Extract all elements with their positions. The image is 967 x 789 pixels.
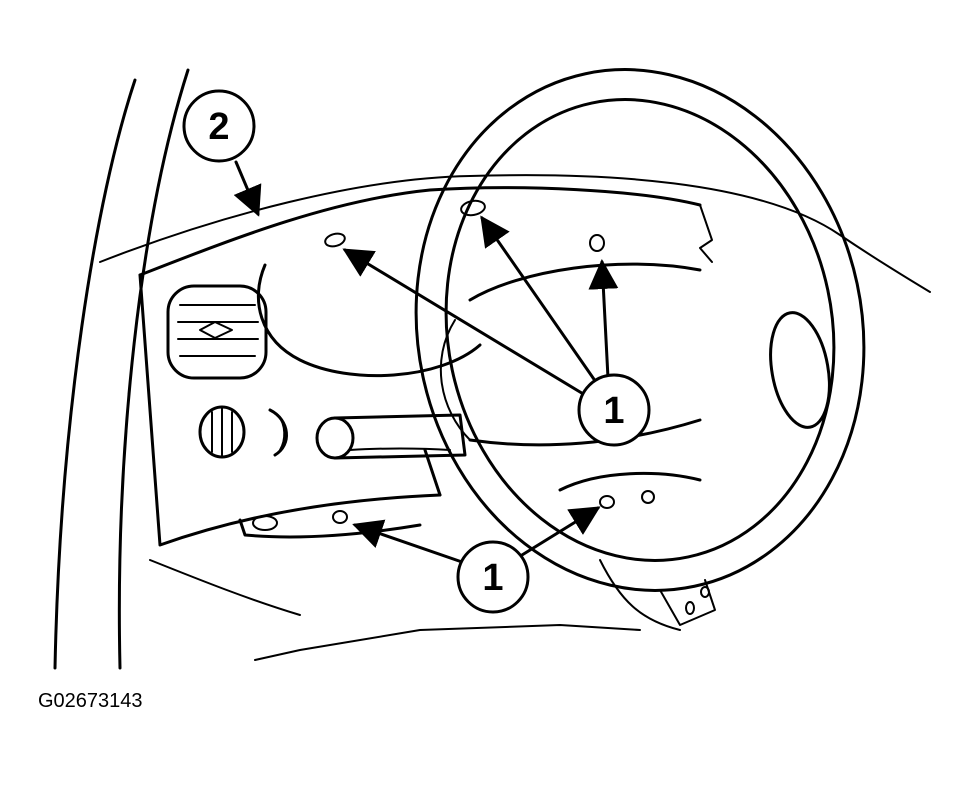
dashboard-contour — [99, 174, 931, 293]
callout-2: 2 — [182, 89, 256, 163]
callout-1-upper-label: 1 — [603, 390, 624, 432]
lower-panel — [149, 510, 641, 661]
callout-1-upper: 1 — [577, 373, 651, 447]
steering-column — [659, 579, 716, 626]
figure-id: G02673143 — [38, 690, 143, 712]
callout-2-label: 2 — [208, 106, 229, 148]
a-pillar — [53, 68, 190, 670]
air-vent — [166, 284, 268, 380]
callout-1-lower: 1 — [456, 540, 530, 614]
screw-locations — [324, 199, 655, 509]
instrument-panel-bezel — [138, 263, 482, 547]
column-stalk — [315, 413, 467, 460]
steering-wheel — [414, 68, 866, 631]
callout-1-lower-label: 1 — [482, 557, 503, 599]
callout-arrows — [233, 160, 619, 564]
control-knobs — [198, 405, 288, 459]
